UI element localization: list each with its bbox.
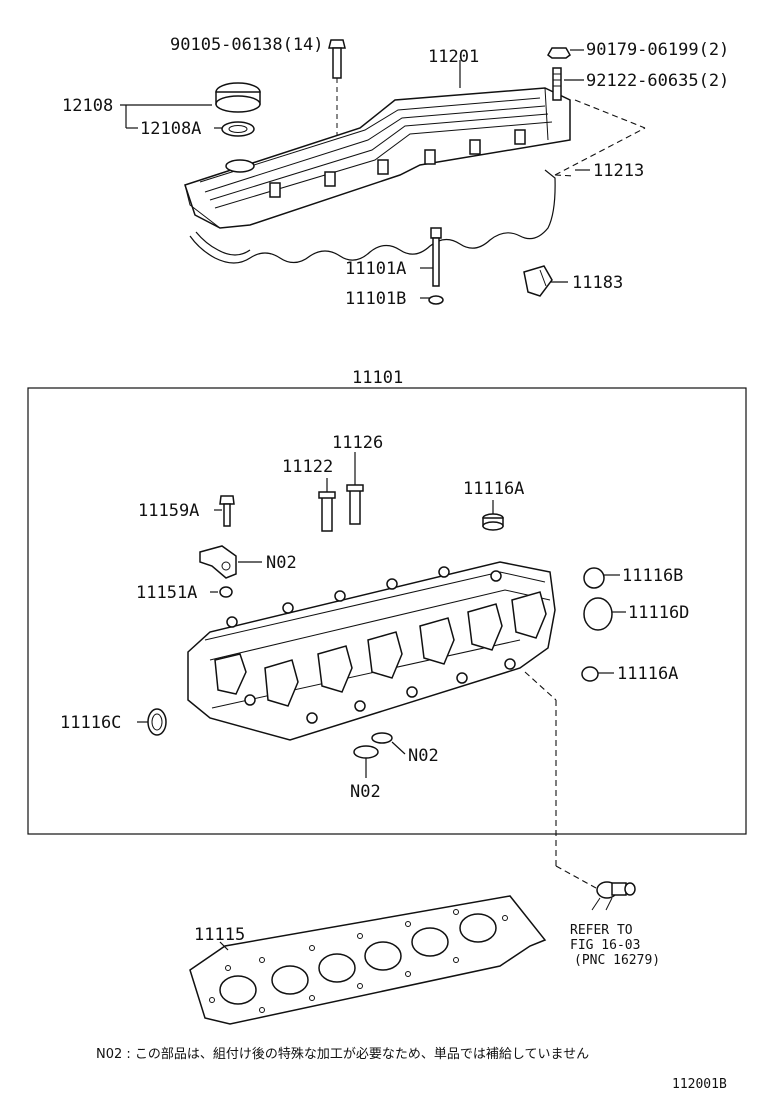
- label-head-assy: 11101: [352, 368, 403, 388]
- refer-line1: REFER TO: [570, 923, 633, 938]
- label-plug-d: 11116D: [628, 603, 689, 623]
- sensor-part: [591, 881, 636, 911]
- label-nut: 90179-06199(2): [586, 40, 729, 60]
- valve-guides-part: [318, 452, 364, 532]
- label-guide-ex: 11122: [282, 457, 333, 477]
- cover-gasket-part: [189, 99, 646, 264]
- cover-bolt-part: [328, 39, 346, 140]
- head-bolt-part: [428, 227, 444, 305]
- head-ports: [214, 591, 547, 707]
- label-seal-right: N02: [408, 746, 439, 766]
- label-stud: 92122-60635(2): [586, 71, 729, 91]
- figure-id: 112001B: [672, 1077, 727, 1092]
- oil-cap-part: [215, 82, 261, 137]
- pin-part: [210, 586, 233, 598]
- plug-b-part: [583, 567, 620, 589]
- head-assy-frame: [27, 387, 747, 835]
- rubber-plug-part: [523, 265, 553, 297]
- label-plug-b: 11116B: [622, 566, 683, 586]
- label-plug-top: 11116A: [463, 479, 524, 499]
- label-cap-gasket: 12108A: [140, 119, 201, 139]
- label-rubber-plug: 11183: [572, 273, 623, 293]
- label-cover: 11201: [428, 47, 479, 67]
- plug-a2-part: [581, 666, 614, 682]
- label-head-washer: 11101B: [345, 289, 406, 309]
- label-cap: 12108: [62, 96, 113, 116]
- refer-leader: [524, 671, 597, 889]
- plug-d-part: [583, 597, 626, 631]
- label-seal-bottom: N02: [350, 782, 381, 802]
- refer-line2: FIG 16-03: [570, 938, 640, 953]
- plug-c-part: [137, 708, 167, 736]
- label-head-bolt: 11101A: [345, 259, 406, 279]
- label-guide-in: 11126: [332, 433, 383, 453]
- label-small-bolt: 11159A: [138, 501, 199, 521]
- head-bosses: [226, 566, 516, 724]
- footnote: N02 : この部品は、組付け後の特殊な加工が必要なため、単品では補給していませ…: [96, 1046, 589, 1062]
- label-head-gasket: 11115: [194, 925, 245, 945]
- leader-lines-upper: [120, 49, 590, 299]
- label-plug-a2: 11116A: [617, 664, 678, 684]
- refer-line3: (PNC 16279): [574, 953, 660, 968]
- seal-rings-part: [353, 732, 406, 778]
- bracket-part: [199, 545, 262, 579]
- valve-cover-part: [184, 87, 571, 229]
- label-bolt-cover: 90105-06138(14): [170, 35, 324, 55]
- nut-stud-part: [547, 47, 571, 101]
- head-gasket-part: [189, 895, 547, 1025]
- plug-top-part: [482, 500, 504, 531]
- label-cover-gasket: 11213: [593, 161, 644, 181]
- small-bolt-part: [214, 495, 235, 527]
- label-pin: 11151A: [136, 583, 197, 603]
- label-bracket: N02: [266, 553, 297, 573]
- cylinder-head-part: [187, 561, 556, 741]
- label-plug-c: 11116C: [60, 713, 121, 733]
